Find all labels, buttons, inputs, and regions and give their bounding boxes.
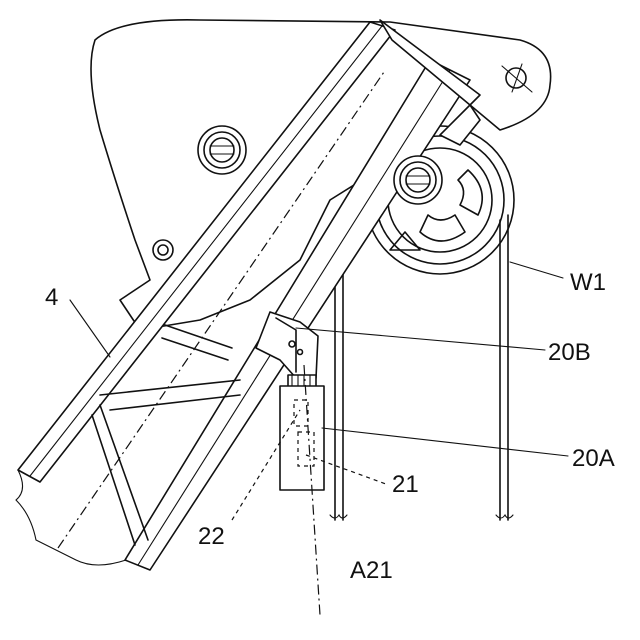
label-wire: W1 xyxy=(570,269,606,296)
sensor-housing-20a xyxy=(280,375,324,490)
label-bracket: 20B xyxy=(548,339,591,366)
label-boom: 4 xyxy=(45,284,58,311)
bolt-left xyxy=(198,126,246,174)
label-axis: A21 xyxy=(350,557,393,584)
label-housing: 20A xyxy=(572,445,615,472)
label-sensor-a: 21 xyxy=(392,471,419,498)
bolt-right xyxy=(394,156,442,204)
label-sensor-b: 22 xyxy=(198,523,225,550)
